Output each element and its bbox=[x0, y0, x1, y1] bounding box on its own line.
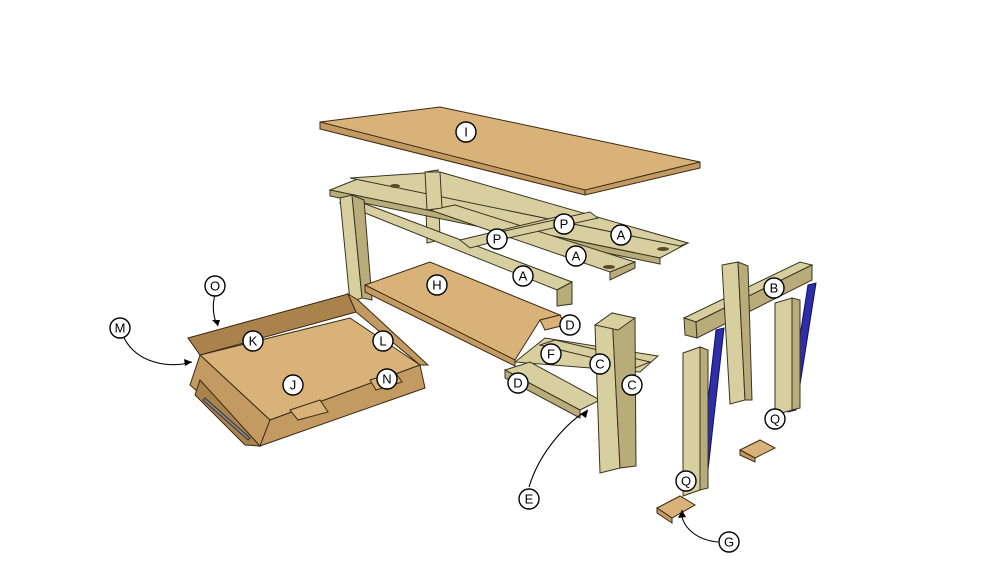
callout-label-q-1: Q bbox=[681, 474, 691, 489]
lower-shelf-h bbox=[363, 261, 566, 367]
callout-q-1: Q bbox=[675, 470, 697, 492]
feet-g bbox=[656, 439, 777, 524]
callout-label-c-1: C bbox=[595, 357, 604, 372]
workbench-frame bbox=[328, 169, 690, 307]
callout-g: G bbox=[718, 531, 740, 553]
callout-b: B bbox=[763, 277, 785, 299]
callout-label-j: J bbox=[290, 378, 297, 393]
callout-label-d-1: D bbox=[565, 318, 574, 333]
callout-p-1: P bbox=[553, 213, 575, 235]
callout-label-g: G bbox=[724, 535, 734, 550]
callout-m: M bbox=[109, 317, 131, 339]
callout-f: F bbox=[540, 343, 562, 365]
callout-d-1: D bbox=[559, 314, 581, 336]
callout-label-n: N bbox=[382, 372, 391, 387]
callout-label-c-2: C bbox=[627, 378, 636, 393]
callout-label-p-2: P bbox=[493, 232, 502, 247]
callout-label-k: K bbox=[249, 334, 258, 349]
callout-d-2: D bbox=[507, 372, 529, 394]
callout-k: K bbox=[242, 330, 264, 352]
callout-p-2: P bbox=[486, 228, 508, 250]
callout-l: L bbox=[372, 330, 394, 352]
callout-label-m: M bbox=[115, 321, 126, 336]
callout-label-i: I bbox=[464, 125, 468, 140]
callout-a-1: A bbox=[610, 224, 632, 246]
callout-label-a-2: A bbox=[572, 249, 581, 264]
callout-label-e: E bbox=[525, 492, 534, 507]
callout-q-2: Q bbox=[764, 408, 786, 430]
callout-i: I bbox=[455, 121, 477, 143]
callout-label-o: O bbox=[210, 279, 220, 294]
callout-label-h: H bbox=[432, 278, 441, 293]
callout-h: H bbox=[426, 274, 448, 296]
top-panel-i bbox=[319, 106, 701, 196]
callout-label-a-3: A bbox=[519, 269, 528, 284]
legs-q bbox=[682, 297, 801, 497]
callout-label-q-2: Q bbox=[770, 412, 780, 427]
callout-c-2: C bbox=[621, 374, 643, 396]
callout-label-d-2: D bbox=[513, 376, 522, 391]
callout-label-a-1: A bbox=[617, 228, 626, 243]
callout-n: N bbox=[376, 368, 398, 390]
callout-label-b: B bbox=[770, 281, 779, 296]
callout-c-1: C bbox=[589, 353, 611, 375]
callout-j: J bbox=[282, 374, 304, 396]
callout-o: O bbox=[204, 275, 226, 297]
callout-e: E bbox=[518, 488, 540, 510]
leader-lines bbox=[121, 294, 719, 543]
callout-label-l: L bbox=[379, 334, 386, 349]
callout-a-3: A bbox=[512, 265, 534, 287]
callout-label-f: F bbox=[547, 347, 555, 362]
callout-label-p-1: P bbox=[560, 217, 569, 232]
callout-a-2: A bbox=[565, 245, 587, 267]
